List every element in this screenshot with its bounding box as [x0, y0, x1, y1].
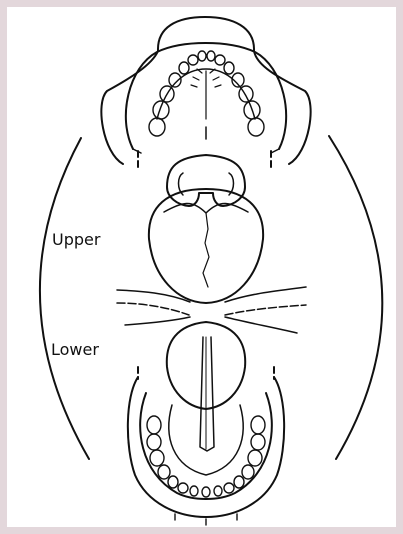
lower-lip-body	[167, 322, 245, 451]
diagram-canvas: Upper Lower	[7, 7, 396, 527]
upper-lip-outline	[158, 17, 311, 164]
upper-lip-outline-left	[101, 51, 158, 164]
mouth-anatomy-diagram	[7, 7, 396, 527]
lower-bottom-ticks	[175, 514, 237, 525]
upper-label: Upper	[52, 230, 100, 249]
lower-label: Lower	[51, 340, 99, 359]
mouth-corner-lines	[117, 287, 306, 333]
right-bracket	[329, 136, 382, 459]
upper-lip-body	[149, 189, 263, 303]
upper-right-lip-edge	[271, 149, 279, 153]
lower-frenulum	[200, 337, 214, 451]
left-bracket	[40, 138, 89, 459]
upper-frenulum	[167, 155, 245, 206]
upper-jaw	[101, 17, 310, 171]
